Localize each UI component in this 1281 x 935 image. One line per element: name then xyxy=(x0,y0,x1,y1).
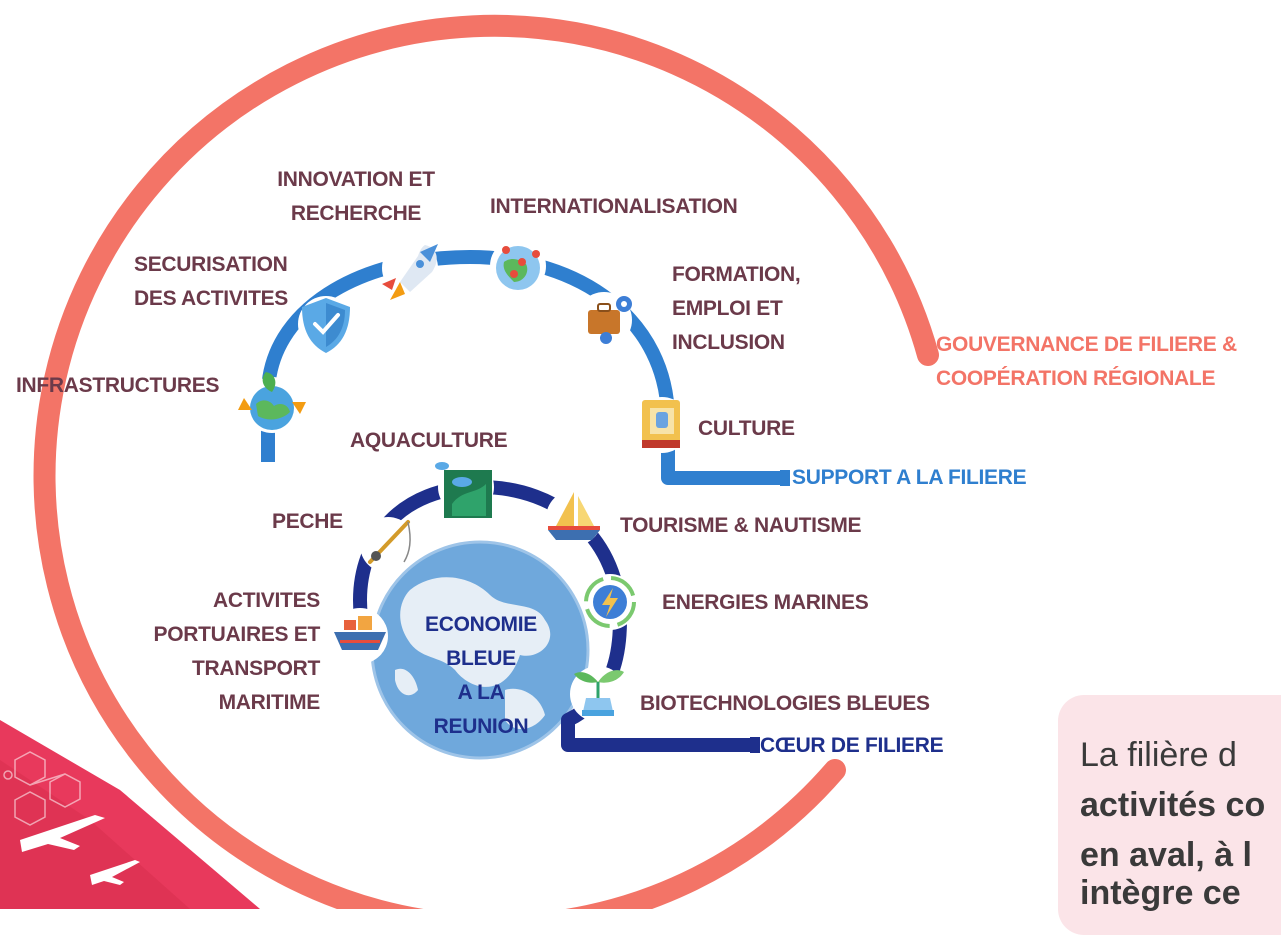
label-portuaires: ACTIVITES PORTUAIRES ET TRANSPORT MARITI… xyxy=(120,584,321,720)
label-line: AQUACULTURE xyxy=(350,429,508,452)
label-line: INNOVATION ET xyxy=(277,168,435,191)
label-line: RECHERCHE xyxy=(290,202,422,225)
label-line: DES ACTIVITES xyxy=(134,287,289,310)
shield-check-icon xyxy=(298,296,354,353)
label-line: SECURISATION xyxy=(134,253,288,276)
corner-decoration xyxy=(0,720,260,909)
label-securisation: SECURISATION DES ACTIVITES xyxy=(134,248,288,316)
cargo-ship-icon xyxy=(332,608,388,664)
coeur-arc-tail xyxy=(561,738,755,752)
fishing-rod-icon xyxy=(360,517,416,573)
label-line: PECHE xyxy=(272,510,343,533)
fish-seaweed-icon xyxy=(435,459,494,518)
earth-plant-icon xyxy=(238,372,306,433)
label-line: BLEUE xyxy=(446,647,516,670)
label-line: TOURISME & NAUTISME xyxy=(620,514,862,537)
governance-label-line: COOPÉRATION RÉGIONALE xyxy=(936,367,1216,390)
label-line: A LA xyxy=(457,681,505,704)
label-innovation: INNOVATION ET RECHERCHE xyxy=(258,163,454,231)
label-line: BIOTECHNOLOGIES BLEUES xyxy=(640,692,930,715)
support-arc xyxy=(261,250,785,485)
label-biotech: BIOTECHNOLOGIES BLEUES xyxy=(640,687,930,721)
globe-icon xyxy=(370,540,590,760)
label-line: EMPLOI ET xyxy=(672,297,783,320)
lightning-icon xyxy=(582,574,638,630)
airplane-icon xyxy=(20,815,140,885)
info-line: intègre ce xyxy=(1080,874,1241,912)
label-line: INCLUSION xyxy=(672,331,785,354)
coeur-arc xyxy=(353,480,627,745)
label-line: ACTIVITES xyxy=(213,589,320,612)
label-line: FORMATION, xyxy=(672,263,801,286)
info-line: activités co xyxy=(1080,786,1266,824)
label-culture: CULTURE xyxy=(698,412,795,446)
label-line: PORTUAIRES ET xyxy=(153,623,321,646)
governance-label-line: GOUVERNANCE DE FILIERE & xyxy=(936,333,1237,356)
info-line: en aval, à l xyxy=(1080,836,1252,874)
label-line: ENERGIES MARINES xyxy=(662,591,869,614)
info-box xyxy=(1058,695,1281,935)
briefcase-gears-icon xyxy=(576,292,632,348)
globe-pins-icon xyxy=(490,238,546,294)
label-line: TRANSPORT xyxy=(192,657,320,680)
info-text: La filière d activités co en aval, à l i… xyxy=(1080,730,1265,918)
sprout-flask-icon xyxy=(570,666,626,722)
label-line: INTERNATIONALISATION xyxy=(490,195,738,218)
support-label: SUPPORT A LA FILIERE xyxy=(792,461,1027,495)
sailboat-icon xyxy=(546,490,602,546)
label-line: REUNION xyxy=(433,715,529,738)
outer-governance-ring xyxy=(33,14,939,909)
book-icon xyxy=(634,397,690,453)
label-infrastructures: INFRASTRUCTURES xyxy=(16,369,219,403)
label-formation: FORMATION, EMPLOI ET INCLUSION xyxy=(672,258,801,360)
label-line: CŒUR DE FILIERE xyxy=(760,734,944,757)
info-line: La filière d xyxy=(1080,736,1237,774)
coeur-label: CŒUR DE FILIERE xyxy=(760,729,944,763)
label-aquaculture: AQUACULTURE xyxy=(350,424,508,458)
label-peche: PECHE xyxy=(272,505,343,539)
governance-label: GOUVERNANCE DE FILIERE & COOPÉRATION RÉG… xyxy=(936,328,1237,396)
globe-center-label: ECONOMIE BLEUE A LA REUNION xyxy=(398,608,564,744)
label-line: SUPPORT A LA FILIERE xyxy=(792,466,1027,489)
blue-economy-diagram xyxy=(0,14,939,909)
label-line: INFRASTRUCTURES xyxy=(16,374,220,397)
label-line: CULTURE xyxy=(698,417,795,440)
label-internationalisation: INTERNATIONALISATION xyxy=(490,190,738,224)
label-line: ECONOMIE xyxy=(425,613,537,636)
label-energies: ENERGIES MARINES xyxy=(662,586,869,620)
rocket-icon xyxy=(382,240,438,300)
label-tourisme: TOURISME & NAUTISME xyxy=(620,509,862,543)
label-line: MARITIME xyxy=(218,691,321,714)
